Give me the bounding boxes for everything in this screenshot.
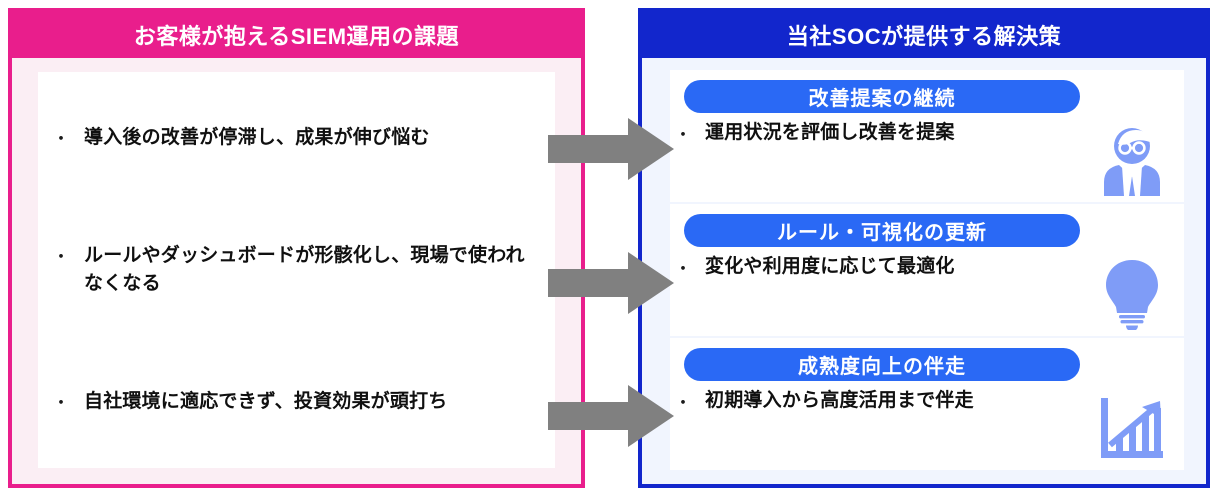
bullet-icon: ・ — [52, 247, 70, 268]
solution-text-1: 運用状況を評価し改善を提案 — [705, 122, 955, 143]
solution-title-pill-2[interactable]: ルール・可視化の更新 — [684, 214, 1080, 247]
problem-bullet-row-1: ・ 導入後の改善が停滞し、成果が伸び悩む — [52, 124, 541, 153]
solution-card-2[interactable]: ルール・可視化の更新 ・ 変化や利用度に応じて最適化 — [670, 204, 1184, 336]
solutions-panel: 当社SOCが提供する解決策 改善提案の継続 ・ 運用状況を評価し改善を提案 — [638, 8, 1210, 488]
problem-text-1: 導入後の改善が停滞し、成果が伸び悩む — [84, 126, 430, 148]
problem-text-2: ルールやダッシュボードが形骸化し、現場で使われなくなる — [84, 245, 525, 294]
solutions-panel-header: 当社SOCが提供する解決策 — [642, 12, 1206, 58]
solution-bullet-row-2: ・ 変化や利用度に応じて最適化 — [674, 254, 1184, 283]
solution-card-3[interactable]: 成熟度向上の伴走 ・ 初期導入から高度活用まで伴走 — [670, 338, 1184, 470]
arrow-problem-3-to-solution-3 — [548, 385, 674, 447]
problem-bullet-row-2: ・ ルールやダッシュボードが形骸化し、現場で使われなくなる — [52, 242, 541, 297]
problems-panel-header: お客様が抱えるSIEM運用の課題 — [12, 12, 581, 58]
solution-bullet-row-3: ・ 初期導入から高度活用まで伴走 — [674, 388, 1184, 417]
solution-title-2: ルール・可視化の更新 — [777, 222, 987, 244]
problem-bullet-row-3: ・ 自社環境に適応できず、投資効果が頭打ち — [52, 388, 541, 417]
problems-panel: お客様が抱えるSIEM運用の課題 ・ 導入後の改善が停滞し、成果が伸び悩む ・ … — [8, 8, 585, 488]
arrow-problem-1-to-solution-1 — [548, 118, 674, 180]
problem-card-2[interactable]: ・ ルールやダッシュボードが形骸化し、現場で使われなくなる — [38, 204, 555, 336]
problem-card-3[interactable]: ・ 自社環境に適応できず、投資効果が頭打ち — [38, 336, 555, 468]
arrow-problem-2-to-solution-2 — [548, 252, 674, 314]
consultant-person-icon — [1098, 124, 1166, 196]
lightbulb-icon — [1098, 258, 1166, 330]
bullet-icon: ・ — [674, 125, 692, 145]
problem-card-1[interactable]: ・ 導入後の改善が停滞し、成果が伸び悩む — [38, 72, 555, 204]
problems-header-title: お客様が抱えるSIEM運用の課題 — [133, 24, 460, 49]
problems-card-list: ・ 導入後の改善が停滞し、成果が伸び悩む ・ ルールやダッシュボードが形骸化し、… — [12, 58, 581, 484]
solution-title-pill-1[interactable]: 改善提案の継続 — [684, 80, 1080, 113]
bullet-icon: ・ — [52, 128, 70, 149]
solutions-header-title: 当社SOCが提供する解決策 — [786, 24, 1062, 49]
solution-text-2: 変化や利用度に応じて最適化 — [705, 256, 955, 277]
solution-bullet-row-1: ・ 運用状況を評価し改善を提案 — [674, 120, 1184, 149]
solution-card-1[interactable]: 改善提案の継続 ・ 運用状況を評価し改善を提案 — [670, 70, 1184, 202]
solution-title-3: 成熟度向上の伴走 — [798, 356, 966, 378]
growth-chart-icon — [1098, 392, 1166, 464]
solution-title-pill-3[interactable]: 成熟度向上の伴走 — [684, 348, 1080, 381]
bullet-icon: ・ — [674, 393, 692, 413]
solution-text-3: 初期導入から高度活用まで伴走 — [705, 390, 974, 411]
solutions-card-list: 改善提案の継続 ・ 運用状況を評価し改善を提案 — [642, 58, 1206, 484]
bullet-icon: ・ — [674, 259, 692, 279]
bullet-icon: ・ — [52, 392, 70, 413]
solution-title-1: 改善提案の継続 — [808, 88, 956, 110]
problem-text-3: 自社環境に適応できず、投資効果が頭打ち — [84, 390, 448, 412]
